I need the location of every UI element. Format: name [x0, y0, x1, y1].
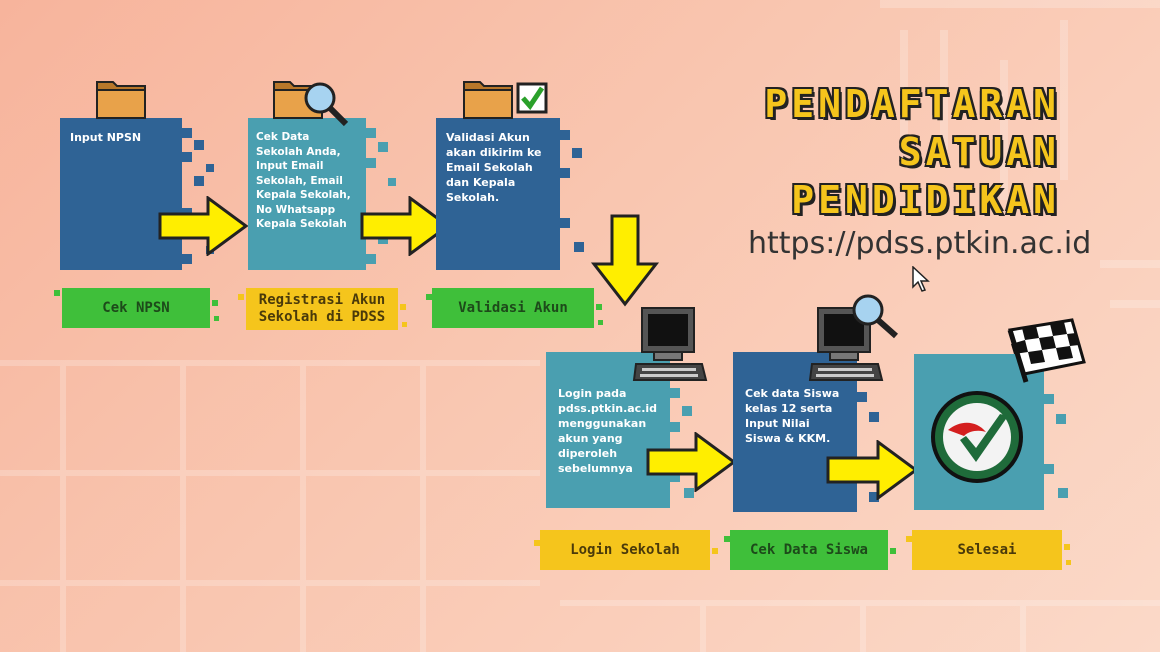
arrow-right-1: [158, 196, 248, 256]
step-text-3: Validasi Akun akan dikirim ke Email Seko…: [446, 131, 542, 204]
step-text-1: Input NPSN: [70, 131, 142, 144]
step-card-1: Input NPSN: [60, 118, 182, 270]
step-text-2: Cek Data Sekolah Anda, Input Email Sekol…: [256, 131, 351, 230]
pixel-edge-6: [1044, 394, 1068, 498]
arrow-right-3: [646, 432, 736, 492]
step-label-2: Registrasi Akun Sekolah di PDSS: [246, 288, 398, 330]
step-card-3: Validasi Akun akan dikirim ke Email Seko…: [436, 118, 560, 270]
folder-search-icon: [273, 81, 349, 127]
step-label-1: Cek NPSN: [62, 288, 210, 328]
logo-icon: [931, 391, 1023, 483]
step-card-2: Cek Data Sekolah Anda, Input Email Sekol…: [248, 118, 366, 270]
cursor-icon: [912, 266, 930, 292]
step-label-6: Selesai: [912, 530, 1062, 570]
pixel-edge-4: [670, 388, 694, 498]
step-text-5: Cek data Siswa kelas 12 serta Input Nila…: [745, 387, 840, 445]
page-title-line3: PENDIDIKAN: [791, 178, 1060, 222]
step-label-3: Validasi Akun: [432, 288, 594, 328]
pixel-edge-3: [560, 130, 584, 252]
checkered-flag-icon: [1007, 318, 1086, 383]
step-label-5: Cek Data Siswa: [730, 530, 888, 570]
page-title-line1: PENDAFTARAN: [764, 82, 1060, 126]
step-label-4: Login Sekolah: [540, 530, 710, 570]
folder-check-icon: [463, 81, 548, 119]
computer-search-icon: [808, 294, 898, 381]
arrow-down: [590, 214, 660, 307]
website-url: https://pdss.ptkin.ac.id: [748, 226, 1092, 261]
step-text-4: Login pada pdss.ptkin.ac.id menggunakan …: [558, 387, 658, 475]
computer-icon: [632, 307, 708, 381]
arrow-right-4: [826, 440, 918, 500]
folder-icon: [96, 81, 146, 119]
page-title-line2: SATUAN: [898, 130, 1060, 174]
arrow-right-2: [360, 196, 450, 256]
